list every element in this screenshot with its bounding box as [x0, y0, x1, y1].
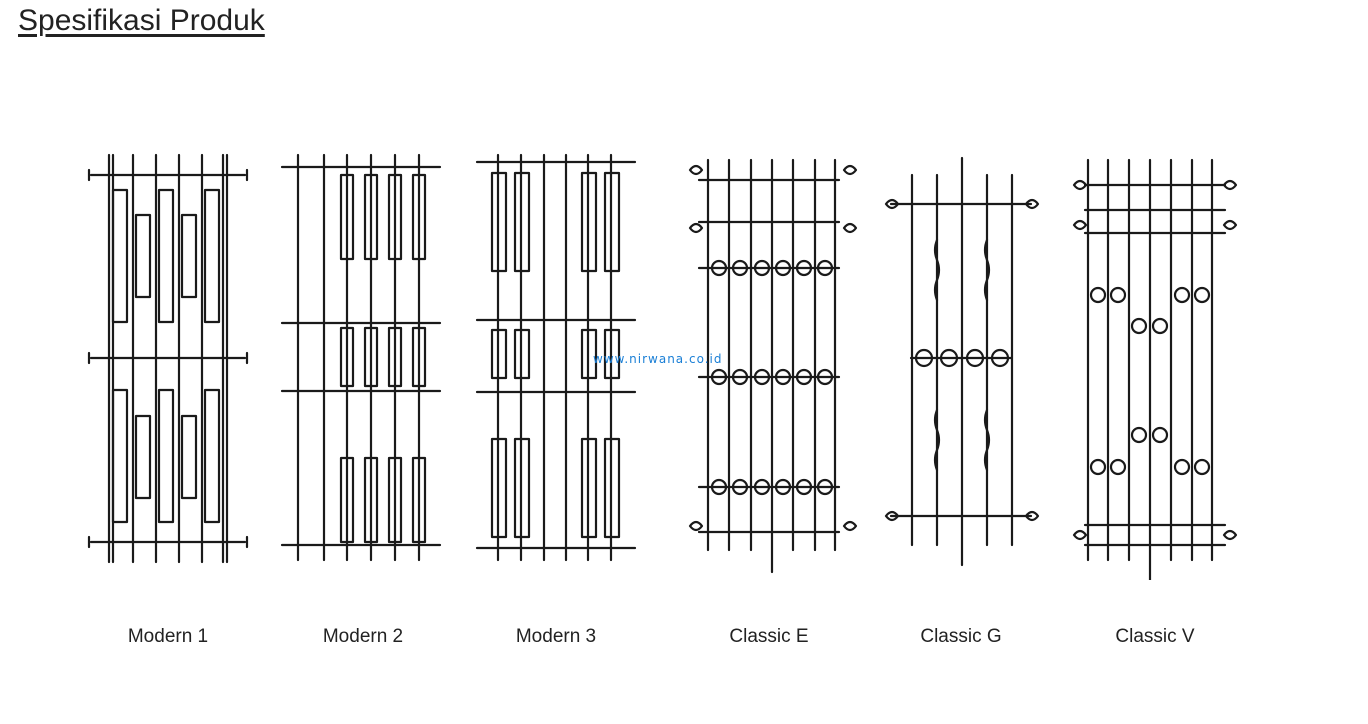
grille-illustration-classic-g: [884, 156, 1040, 567]
product-card-modern-2[interactable]: Modern 2: [268, 140, 458, 660]
product-card-classic-g[interactable]: Classic G: [866, 140, 1056, 660]
watermark-text: www.nirwana.co.id: [593, 352, 723, 366]
product-label-classic-g: Classic G: [920, 626, 1002, 647]
product-card-classic-v[interactable]: Classic V: [1060, 140, 1250, 660]
grille-illustration-modern-2: [280, 153, 442, 562]
product-label-modern-3: Modern 3: [515, 626, 597, 647]
product-card-modern-3[interactable]: Modern 3: [461, 140, 651, 660]
product-label-classic-v: Classic V: [1115, 626, 1195, 647]
product-card-classic-e[interactable]: Classic E: [674, 140, 864, 660]
product-card-modern-1[interactable]: Modern 1: [73, 140, 263, 660]
product-label-classic-e: Classic E: [729, 626, 809, 647]
grille-illustration-classic-e: [688, 158, 858, 574]
page-title: Spesifikasi Produk: [18, 4, 265, 37]
grille-illustration-modern-3: [475, 153, 637, 562]
grille-illustration-classic-v: [1072, 158, 1238, 580]
product-label-modern-1: Modern 1: [127, 626, 209, 647]
product-label-modern-2: Modern 2: [322, 626, 404, 647]
grille-illustration-modern-1: [87, 153, 249, 564]
